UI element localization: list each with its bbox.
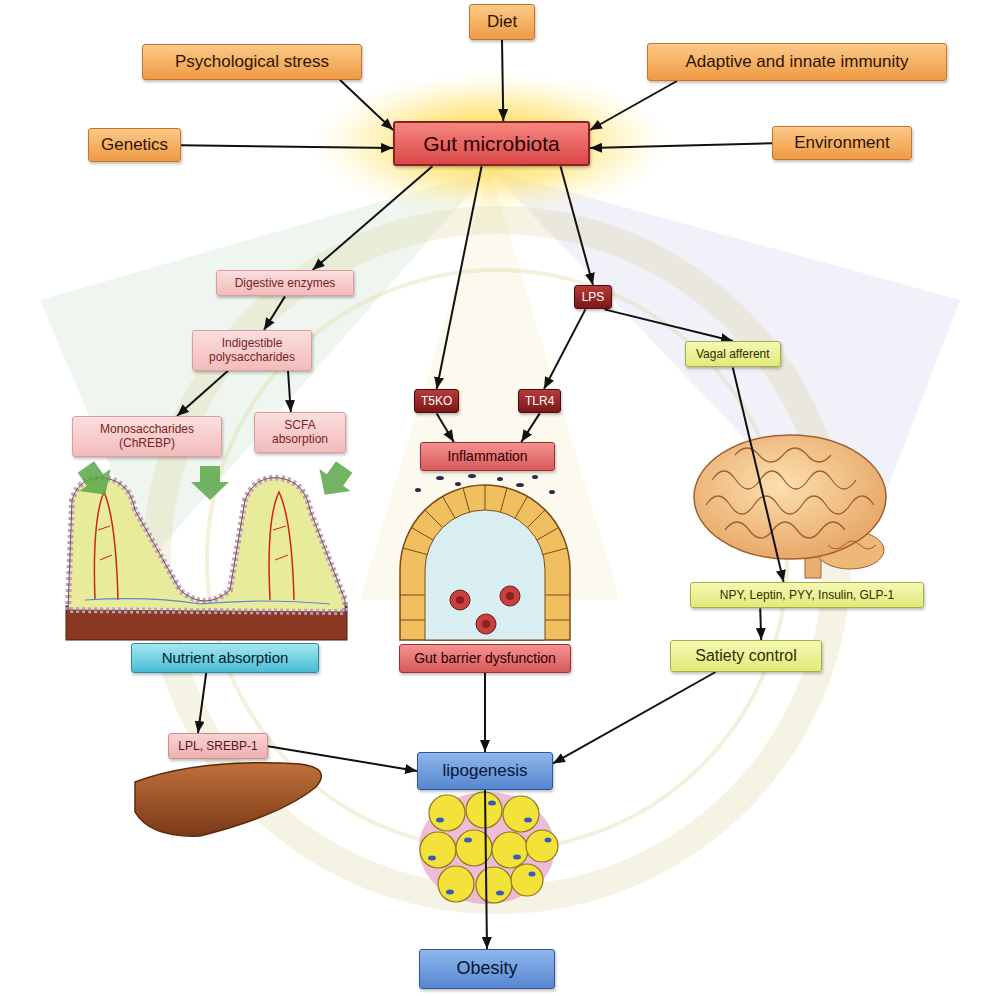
molecule-box: TLR4 <box>518 389 561 413</box>
arrow-connector <box>561 166 594 285</box>
node-text: T5KO <box>421 394 452 408</box>
arrow-connector <box>288 371 291 412</box>
process-box: Monosaccharides (ChREBP) <box>72 416 222 457</box>
enzyme-box: LPL, SREBP-1 <box>168 733 268 759</box>
arrow-connector <box>485 790 487 949</box>
arrow-connector <box>604 309 732 341</box>
arrow-connector <box>521 413 539 442</box>
central-box: Gut microbiota <box>393 121 590 166</box>
arrow-connector <box>181 145 393 148</box>
arrow-connector <box>553 672 716 763</box>
node-text: lipogenesis <box>442 761 527 781</box>
process-box: Digestive enzymes <box>216 270 354 296</box>
arrow-connector <box>437 413 454 442</box>
arrow-connector <box>502 40 503 121</box>
node-text: Satiety control <box>695 646 796 665</box>
gut-epithelium <box>400 474 570 640</box>
node-text: Diet <box>487 12 517 32</box>
intestine-villi <box>66 478 347 640</box>
arrow-connector <box>590 81 677 130</box>
arrow-connector <box>590 143 772 148</box>
process-box: SCFA absorption <box>254 412 346 453</box>
factor-box: Adaptive and innate immunity <box>647 43 947 81</box>
factor-box: Psychological stress <box>142 44 362 80</box>
arrow-connector <box>198 673 206 733</box>
arrow-connector <box>340 80 393 130</box>
node-text: Nutrient absorption <box>162 649 289 667</box>
arrow-connector <box>760 608 761 640</box>
process-box: Vagal afferent <box>685 341 781 367</box>
node-text: Genetics <box>101 135 168 155</box>
node-text: Indigestible polysaccharides <box>201 336 303 365</box>
arrow-connector <box>733 367 784 582</box>
factor-box: Environment <box>772 126 912 160</box>
molecule-box: LPS <box>574 285 612 309</box>
node-text: Gut barrier dysfunction <box>414 650 556 667</box>
arrow-connector <box>177 371 228 416</box>
node-text: Psychological stress <box>175 52 329 72</box>
arrow-connector <box>268 746 417 771</box>
node-text: Environment <box>794 133 889 153</box>
node-text: LPS <box>582 290 605 304</box>
node-text: Obesity <box>456 958 517 980</box>
node-text: Monosaccharides (ChREBP) <box>81 422 213 451</box>
fat-cells <box>419 792 558 904</box>
node-text: Gut microbiota <box>423 131 560 156</box>
node-text: Digestive enzymes <box>235 276 336 290</box>
arrow-connector <box>264 296 285 330</box>
process-box: Inflammation <box>420 442 555 471</box>
green-arrow <box>70 456 359 506</box>
node-text: LPL, SREBP-1 <box>178 739 257 753</box>
outcome-box: Satiety control <box>670 640 822 672</box>
outcome-box: Nutrient absorption <box>131 643 319 673</box>
node-text: NPY, Leptin, PYY, Insulin, GLP-1 <box>720 588 894 602</box>
arrow-connector <box>484 673 486 752</box>
brain <box>694 435 886 578</box>
node-text: SCFA absorption <box>263 418 337 447</box>
arrow-connector <box>437 166 482 389</box>
glow <box>311 72 671 216</box>
hormone-box: NPY, Leptin, PYY, Insulin, GLP-1 <box>690 582 924 608</box>
outcome-box: Gut barrier dysfunction <box>399 644 571 673</box>
node-text: Inflammation <box>447 448 527 465</box>
factor-box: Genetics <box>88 128 181 162</box>
process-box: Indigestible polysaccharides <box>192 330 312 371</box>
node-text: Vagal afferent <box>696 347 770 361</box>
process-box: lipogenesis <box>417 752 553 790</box>
node-text: Adaptive and innate immunity <box>685 52 908 72</box>
arrow-connector <box>544 309 585 389</box>
result-box: Obesity <box>419 949 555 989</box>
molecule-box: T5KO <box>414 389 459 413</box>
arrow-connector <box>313 166 433 270</box>
node-text: TLR4 <box>525 394 554 408</box>
factor-box: Diet <box>469 4 535 40</box>
liver <box>135 763 321 836</box>
